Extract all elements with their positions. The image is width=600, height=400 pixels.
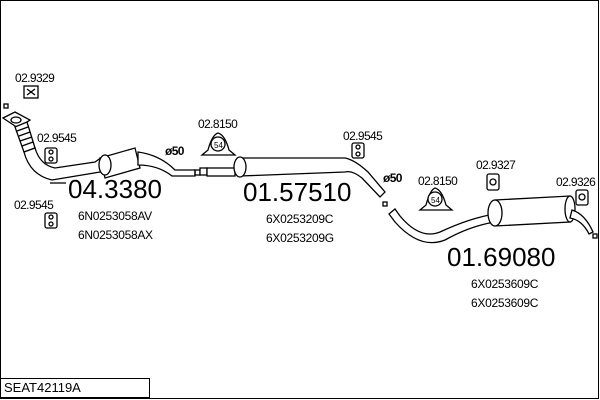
accessory-number: 02.9326 xyxy=(556,175,596,189)
oem-number: 6X0253209C xyxy=(266,212,334,226)
accessory-number: 02.9545 xyxy=(343,129,383,143)
gasket-icon xyxy=(23,85,39,99)
hanger-icon xyxy=(486,173,500,191)
hanger-icon xyxy=(44,212,58,229)
middle-silencer[interactable] xyxy=(199,156,388,207)
accessory-number: 02.9329 xyxy=(15,71,55,85)
diagram-code: SEAT42119A xyxy=(0,378,150,398)
front-pipe-catalyst[interactable] xyxy=(1,103,201,184)
clamp-icon: 54 xyxy=(418,187,454,211)
hanger-icon xyxy=(351,142,365,159)
oem-number: 6X0253609C xyxy=(471,277,539,291)
accessory-number: 02.9545 xyxy=(14,198,54,212)
oem-number: 6N0253058AV xyxy=(78,209,152,223)
oem-number: 6N0253058AX xyxy=(78,228,153,242)
clamp-badge: 54 xyxy=(214,141,223,150)
diameter-label: ø50 xyxy=(383,171,403,185)
accessory-number: 02.9327 xyxy=(476,158,516,172)
part-number: 01.57510 xyxy=(243,177,351,207)
oem-number: 6X0253209G xyxy=(266,231,334,245)
hanger-icon xyxy=(575,189,589,206)
part-number: 01.69080 xyxy=(447,242,555,272)
accessory-number: 02.9545 xyxy=(37,131,77,145)
accessory-number: 02.8150 xyxy=(198,117,238,131)
part-number: 04.3380 xyxy=(68,174,162,204)
clamp-icon: 54 xyxy=(200,132,237,156)
clamp-badge: 54 xyxy=(431,196,440,205)
hanger-icon xyxy=(44,147,58,164)
oem-number: 6X0253609C xyxy=(471,296,539,310)
diameter-label: ø50 xyxy=(165,144,185,158)
rear-silencer[interactable] xyxy=(388,195,598,244)
accessory-number: 02.8150 xyxy=(418,174,458,188)
